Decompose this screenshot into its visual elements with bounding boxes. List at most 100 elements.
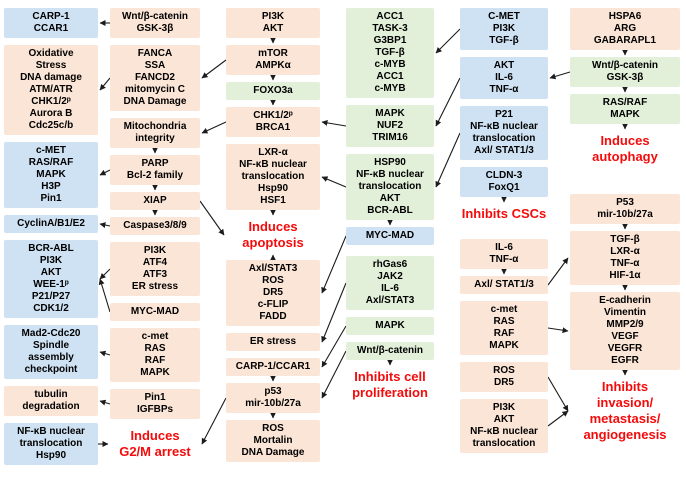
pathway-arrow xyxy=(99,222,111,229)
gene-name: NF-κB nuclear xyxy=(470,121,538,132)
gene-name: MYC-MAD xyxy=(130,306,180,317)
gene-name: degradation xyxy=(22,401,80,412)
gene-name: SSA xyxy=(144,60,166,71)
gene-name: TNF-α xyxy=(489,84,519,95)
gene-name: NUF2 xyxy=(376,120,404,131)
gene-name: IL-6 xyxy=(381,283,399,294)
gene-name: MAPK xyxy=(375,320,405,331)
gene-name: Hsp90 xyxy=(35,450,66,461)
gene-name: mTOR xyxy=(258,48,288,59)
outcome-text: metastasis/ xyxy=(589,411,661,426)
gene-name: PI3K xyxy=(492,402,516,413)
gene-name: MAPK xyxy=(610,109,640,120)
pathway-arrow xyxy=(321,325,347,368)
gene-name: EGFR xyxy=(611,355,639,366)
gene-name: ATM/ATR xyxy=(29,84,73,95)
gene-name: Spindle xyxy=(32,340,70,351)
gene-name: NF-κB nuclear xyxy=(356,169,424,180)
gene-name: CHK1/2ᵖ xyxy=(31,96,71,107)
gene-name: translocation xyxy=(358,181,422,192)
gene-name: Aurora B xyxy=(29,108,73,119)
gene-name: Wnt/β-catenin xyxy=(591,60,659,71)
outcome-text: proliferation xyxy=(352,385,428,400)
outcome-text: Induces xyxy=(600,133,650,148)
pathway-box: Axl/ STAT1/3 xyxy=(460,276,548,294)
gene-name: P21 xyxy=(495,109,513,120)
gene-name: Oxidative xyxy=(28,48,74,59)
outcome-text: Induces xyxy=(248,219,298,234)
pathway-box: MYC-MAD xyxy=(110,303,200,321)
outcome-text: Inhibits xyxy=(601,379,649,394)
gene-name: MAPK xyxy=(140,367,170,378)
gene-name: Pin1 xyxy=(40,193,62,204)
gene-name: c-MYB xyxy=(374,59,406,70)
gene-name: Axl/STAT3 xyxy=(365,295,415,306)
gene-name: DR5 xyxy=(493,377,514,388)
pathway-arrow xyxy=(547,257,569,286)
gene-name: Wnt/β-catenin xyxy=(356,345,424,356)
gene-name: rhGas6 xyxy=(372,259,408,270)
gene-name: AKT xyxy=(493,414,515,425)
gene-name: Caspase3/8/9 xyxy=(123,220,187,231)
gene-name: c-met xyxy=(490,304,518,315)
gene-name: FANCD2 xyxy=(134,72,175,83)
gene-name: FADD xyxy=(259,311,287,322)
outcome-text: invasion/ xyxy=(596,395,654,410)
gene-name: C-MET xyxy=(488,11,520,22)
gene-name: PI3K xyxy=(39,255,63,266)
gene-name: RAS/RAF xyxy=(28,157,74,168)
pathway-box: Wnt/β-catenin xyxy=(346,342,434,360)
gene-name: IL-6 xyxy=(495,242,513,253)
gene-name: LXR-α xyxy=(258,147,288,158)
gene-name: p53 xyxy=(264,386,282,397)
gene-name: HSF1 xyxy=(260,195,286,206)
outcome-text: Induces xyxy=(130,428,180,443)
gene-name: MAPK xyxy=(36,169,66,180)
pathway-arrow xyxy=(547,410,569,427)
gene-name: ACC1 xyxy=(376,71,404,82)
gene-name: DNA Damage xyxy=(241,447,305,458)
gene-name: MAPK xyxy=(375,108,405,119)
gene-name: TASK-3 xyxy=(372,23,408,34)
gene-name: CCAR1 xyxy=(33,23,69,34)
gene-name: checkpoint xyxy=(24,364,78,375)
pathway-arrow xyxy=(99,268,111,280)
gene-name: c-FLIP xyxy=(257,299,289,310)
pathway-arrow xyxy=(321,119,347,127)
gene-name: RAS xyxy=(493,316,515,327)
gene-name: Stress xyxy=(35,60,67,71)
pathway-arrow xyxy=(99,169,111,176)
gene-name: Wnt/β-catenin xyxy=(121,11,189,22)
gene-name: ARG xyxy=(613,23,637,34)
outcome-text: Inhibits CSCs xyxy=(461,206,547,221)
gene-name: WEE-1ᵖ xyxy=(33,279,69,290)
gene-name: Hsp90 xyxy=(257,183,288,194)
gene-name: NF-κB nuclear xyxy=(17,426,85,437)
gene-name: translocation xyxy=(472,438,536,449)
gene-name: ER stress xyxy=(249,336,297,347)
pathway-arrow xyxy=(321,235,347,294)
outcome-label: Inhibits CSCs xyxy=(460,204,548,224)
gene-name: ACC1 xyxy=(376,11,404,22)
gene-name: CHK1/2ᵖ xyxy=(253,110,293,121)
outcome-text: Inhibits cell xyxy=(354,369,426,384)
gene-name: TNF-α xyxy=(489,254,519,265)
pathway-arrow xyxy=(99,350,111,357)
gene-name: Mortalin xyxy=(253,435,293,446)
pathway-arrow xyxy=(99,77,111,91)
gene-name: TNF-α xyxy=(610,258,640,269)
pathway-arrow xyxy=(99,399,111,406)
gene-name: NF-κB nuclear xyxy=(239,159,307,170)
outcome-text: G2/M arrest xyxy=(119,444,191,459)
